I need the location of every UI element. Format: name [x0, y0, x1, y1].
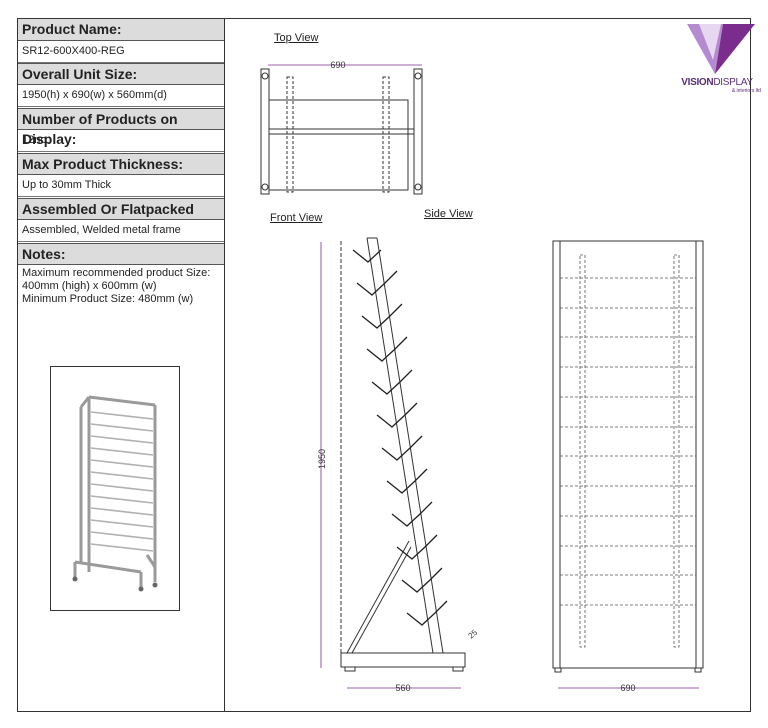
num-products-value: 12no. — [18, 130, 224, 152]
front-view-drawing — [320, 237, 466, 689]
technical-drawings: 690 — [260, 60, 704, 693]
logo-brand: VISIONDISPLAY — [673, 77, 761, 88]
num-products-heading: Number of Products on Display: — [18, 108, 224, 147]
product-render-image — [50, 366, 180, 611]
logo-brand-b: DISPLAY — [713, 77, 753, 88]
spec-sheet: Product Name: SR12-600X400-REG Overall U… — [17, 18, 761, 712]
assembled-heading: Assembled Or Flatpacked — [18, 198, 224, 220]
unit-size-heading: Overall Unit Size: — [18, 63, 224, 85]
thickness-heading: Max Product Thickness: — [18, 153, 224, 175]
notes-line: Maximum recommended product Size: — [22, 267, 211, 279]
logo-brand-a: VISION — [681, 77, 714, 88]
notes-line: 400mm (high) x 600mm (w) — [22, 280, 157, 292]
spec-panel: Product Name: SR12-600X400-REG Overall U… — [18, 19, 225, 711]
logo-tagline: & interiors ltd — [731, 88, 761, 94]
unit-size-value: 1950(h) x 690(w) x 560mm(d) — [18, 85, 224, 107]
product-name-heading: Product Name: — [18, 19, 224, 41]
angle-dim: 25 — [467, 628, 480, 641]
top-view-label: Top View — [274, 32, 319, 44]
assembled-value: Assembled, Welded metal frame — [18, 220, 224, 242]
front-view-label: Front View — [270, 212, 323, 224]
side-view-drawing — [552, 240, 704, 689]
product-name-value: SR12-600X400-REG — [18, 41, 224, 63]
width-dim: 690 — [620, 683, 635, 693]
notes-text: Maximum recommended product Size: 400mm … — [22, 267, 222, 306]
thickness-value: Up to 30mm Thick — [18, 175, 224, 197]
vision-display-logo — [685, 22, 765, 92]
notes-line: Minimum Product Size: 480mm (w) — [22, 293, 194, 305]
front-view-brackets — [352, 249, 448, 626]
notes-heading: Notes: — [18, 243, 224, 265]
top-view-drawing — [260, 64, 423, 195]
side-view-label: Side View — [424, 208, 473, 220]
height-dim: 1950 — [317, 449, 327, 469]
side-view-shelves — [560, 254, 696, 648]
drawing-panel: Top View Front View Side View VISIONDISP… — [225, 19, 761, 711]
top-width-dim: 690 — [330, 60, 345, 70]
depth-dim: 560 — [395, 683, 410, 693]
